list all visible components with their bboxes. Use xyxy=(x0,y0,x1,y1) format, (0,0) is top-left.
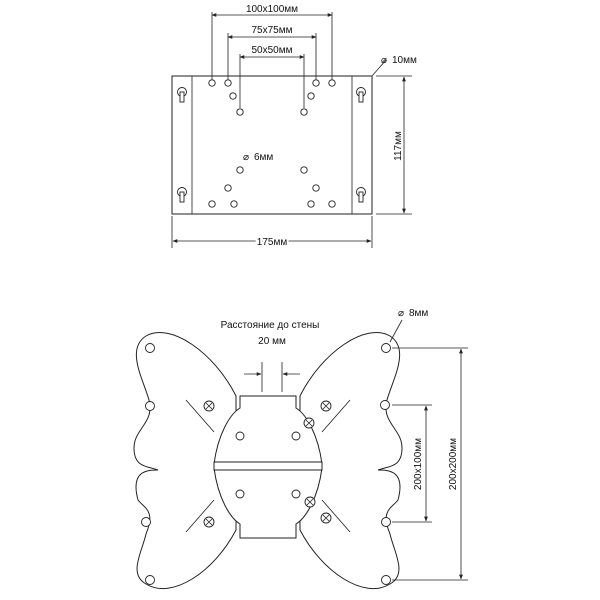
label-200x200: 200x200мм xyxy=(448,438,459,490)
keyhole-slot-bottom-right xyxy=(356,187,366,203)
svg-text:8мм: 8мм xyxy=(409,308,428,319)
bracket-center-plate-lower xyxy=(213,467,323,539)
top-extension-lines xyxy=(211,12,333,108)
label-hole-8mm: ⌀ 8мм xyxy=(398,308,428,319)
height-extension-lines xyxy=(376,75,412,215)
svg-text:⌀: ⌀ xyxy=(381,55,387,66)
top-plate-holes xyxy=(208,79,336,208)
top-plate-drawing: 100x100мм 75x75мм 50x50мм ⌀ 10мм ⌀ 6мм 1… xyxy=(171,4,417,250)
label-200x100: 200x100мм xyxy=(413,438,424,490)
label-hole-10mm: ⌀ 10мм xyxy=(381,55,417,66)
bracket-holes xyxy=(141,343,391,585)
leader-10mm xyxy=(371,59,387,77)
label-hole-6mm: ⌀ 6мм xyxy=(243,152,273,163)
bracket-extension-lines xyxy=(392,347,468,581)
screw-heads xyxy=(203,400,332,528)
label-wall-distance-caption: Расстояние до стены xyxy=(221,320,320,331)
width-extension-lines xyxy=(171,216,373,248)
bracket-wing-right xyxy=(299,332,403,589)
label-100x100: 100x100мм xyxy=(246,4,298,15)
label-117mm: 117мм xyxy=(393,131,404,161)
keyhole-slot-bottom-left xyxy=(177,187,187,203)
label-175mm: 175мм xyxy=(257,237,288,248)
svg-text:6мм: 6мм xyxy=(254,152,273,163)
svg-text:⌀: ⌀ xyxy=(243,152,249,163)
wall-distance-lines xyxy=(261,362,283,392)
svg-text:⌀: ⌀ xyxy=(398,308,404,319)
leader-8mm xyxy=(389,319,403,343)
top-plate-outline xyxy=(171,75,373,215)
svg-text:10мм: 10мм xyxy=(392,55,417,66)
label-75x75: 75x75мм xyxy=(252,25,293,36)
bottom-bracket-drawing: Расстояние до стены 20 мм ⌀ 8мм 200x100м… xyxy=(133,308,468,589)
keyhole-slot-top-left xyxy=(177,87,187,103)
wing-edge-strips xyxy=(185,399,351,533)
top-plate-inner-edge xyxy=(191,75,353,215)
bracket-center-rail xyxy=(213,461,323,471)
label-50x50: 50x50мм xyxy=(252,45,293,56)
keyhole-slot-top-right xyxy=(356,87,366,103)
label-wall-distance-value: 20 мм xyxy=(258,336,286,347)
